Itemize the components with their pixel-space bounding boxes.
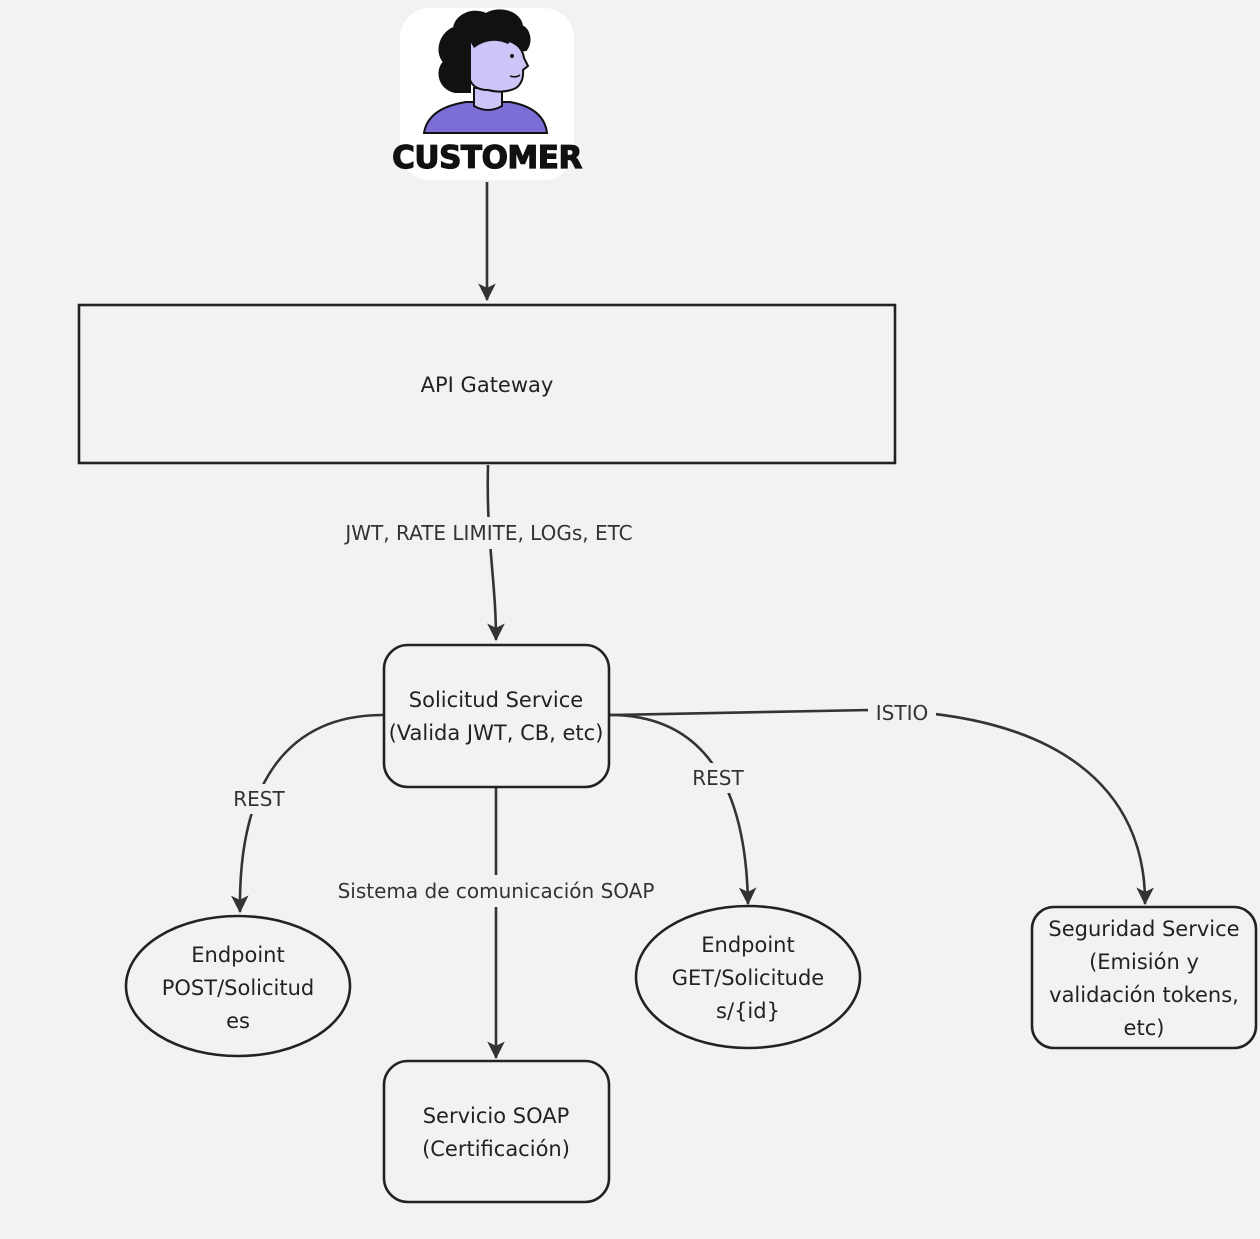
edge-label-istio: ISTIO	[876, 701, 928, 725]
solicitud-service-desc: (Valida JWT, CB, etc)	[389, 721, 604, 745]
person-avatar-icon	[422, 9, 549, 134]
seguridad-service-line1: Seguridad Service	[1048, 917, 1239, 941]
servicio-soap-title: Servicio SOAP	[423, 1104, 570, 1128]
solicitud-service-node[interactable]: Solicitud Service (Valida JWT, CB, etc)	[382, 643, 611, 789]
endpoint-post-line1: Endpoint	[191, 943, 284, 967]
endpoint-post-line2: POST/Solicitud	[162, 976, 315, 1000]
endpoint-post-node[interactable]: Endpoint POST/Solicitud es	[124, 914, 352, 1058]
servicio-soap-desc: (Certificación)	[422, 1137, 570, 1161]
api-gateway-node[interactable]: API Gateway	[77, 303, 897, 465]
seguridad-service-node[interactable]: Seguridad Service (Emisión y validación …	[1030, 905, 1258, 1050]
edge-label-rest-get: REST	[692, 766, 744, 790]
servicio-soap-node[interactable]: Servicio SOAP (Certificación)	[382, 1059, 611, 1204]
endpoint-post-line3: es	[226, 1009, 250, 1033]
edge-label-rest-post: REST	[233, 787, 285, 811]
endpoint-get-node[interactable]: Endpoint GET/Solicitude s/{id}	[634, 904, 862, 1050]
edge-label-gateway-solicitud: JWT, RATE LIMITE, LOGs, ETC	[343, 521, 632, 545]
seguridad-service-line2: (Emisión y	[1089, 950, 1199, 974]
endpoint-get-line1: Endpoint	[701, 933, 794, 957]
endpoint-get-line3: s/{id}	[716, 999, 780, 1023]
seguridad-service-line3: validación tokens,	[1049, 983, 1239, 1007]
customer-label: CUSTOMER	[392, 140, 582, 176]
endpoint-get-line2: GET/Solicitude	[672, 966, 824, 990]
customer-actor[interactable]: CUSTOMER	[392, 8, 584, 180]
edge-solicitud-post	[230, 713, 384, 914]
api-gateway-label: API Gateway	[421, 373, 554, 397]
edge-gateway-solicitud	[486, 464, 505, 642]
edge-label-soap: Sistema de comunicación SOAP	[338, 879, 655, 903]
seguridad-service-line4: etc)	[1124, 1016, 1165, 1040]
solicitud-service-title: Solicitud Service	[409, 688, 583, 712]
